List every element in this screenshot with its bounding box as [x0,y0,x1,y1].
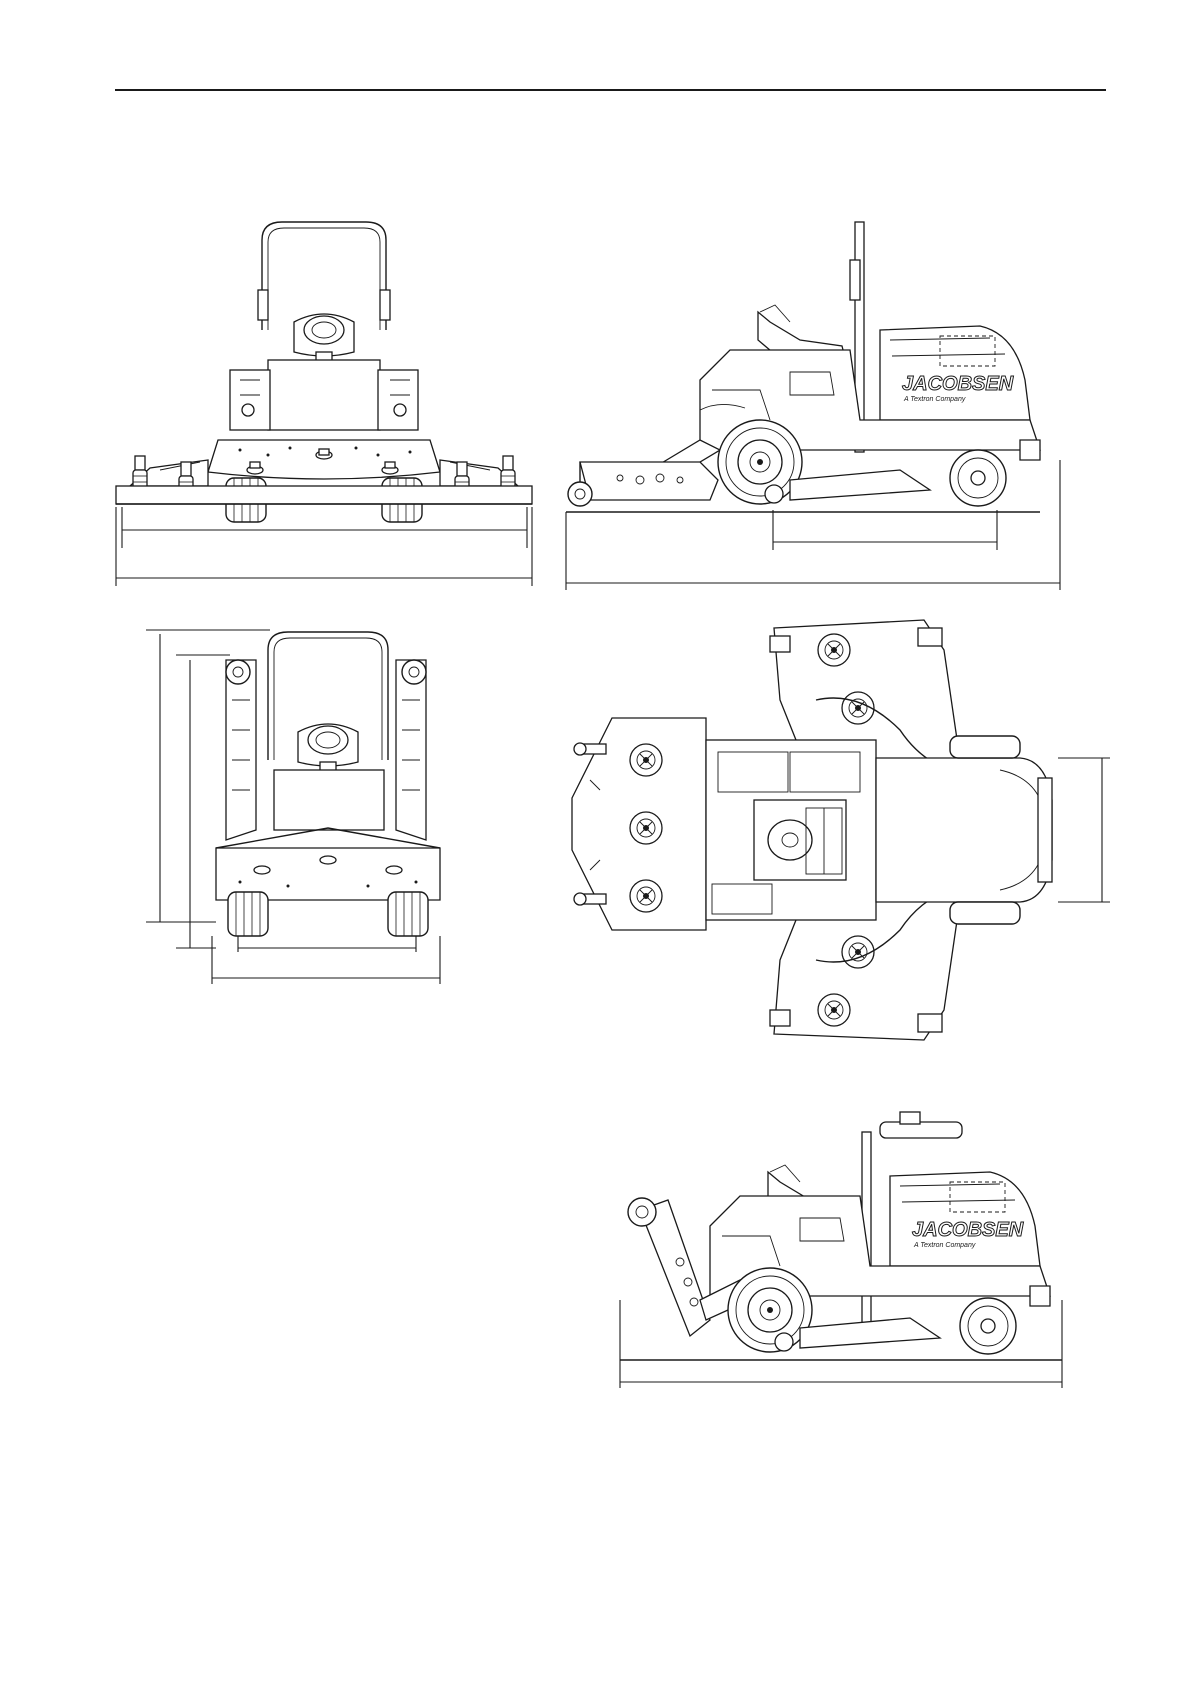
front-view-deck-down [116,222,532,586]
steering-wheel-top [768,820,812,860]
brand-logo: JACOBSEN [902,373,1014,395]
side-view-deck-raised: JACOBSEN A Textron Company [620,1112,1062,1388]
left-raised-wing [226,660,256,840]
brand-tagline-2: A Textron Company [913,1242,976,1249]
brand-logo-2: JACOBSEN [912,1219,1024,1241]
front-deck-side [580,462,718,500]
brand-tagline: A Textron Company [903,396,966,403]
side-view-deck-down: JACOBSEN A Textron Company [566,222,1060,590]
right-raised-wing [396,660,426,840]
rear-tire-top-lower [950,902,1020,924]
hood-top [876,758,1052,902]
top-view [572,620,1110,1040]
front-view-wings-raised [146,630,440,984]
rear-tire-top-upper [950,736,1020,758]
